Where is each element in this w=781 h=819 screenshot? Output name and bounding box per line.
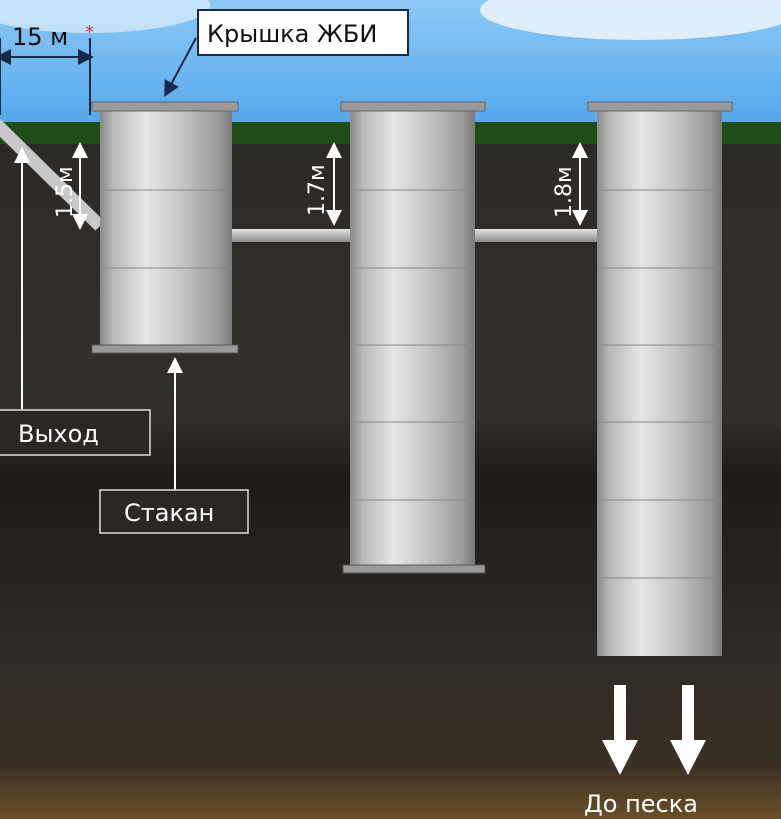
cloud xyxy=(0,0,210,33)
depth-label-3: 1.8м xyxy=(552,166,577,218)
cover-label-box xyxy=(197,9,409,56)
cover-pointer xyxy=(164,37,197,98)
well-base xyxy=(342,564,486,574)
well-cover xyxy=(340,101,486,112)
well-cover xyxy=(587,101,733,112)
depth-label-2: 1.7м xyxy=(305,164,330,216)
outlet-label-box xyxy=(0,409,151,456)
base-label-box xyxy=(99,489,249,534)
well-1 xyxy=(91,101,239,354)
overflow-pipe-2 xyxy=(475,229,597,242)
well-3 xyxy=(587,101,733,656)
overflow-pipe-1 xyxy=(232,229,350,242)
base-label: Стакан xyxy=(124,499,214,527)
well-cover xyxy=(91,101,239,112)
cloud xyxy=(480,0,781,40)
down-arrow-icon xyxy=(670,685,706,775)
distance-mark: * xyxy=(85,22,94,43)
down-arrow-icon xyxy=(602,685,638,775)
well-2 xyxy=(340,101,486,574)
to-sand-label: До песка xyxy=(584,790,698,818)
cover-label: Крышка ЖБИ xyxy=(207,20,377,48)
depth-label-1: 1.5м xyxy=(53,166,78,218)
outlet-label: Выход xyxy=(18,420,99,448)
distance-label: 15 м xyxy=(12,23,68,51)
well-base xyxy=(91,344,239,354)
